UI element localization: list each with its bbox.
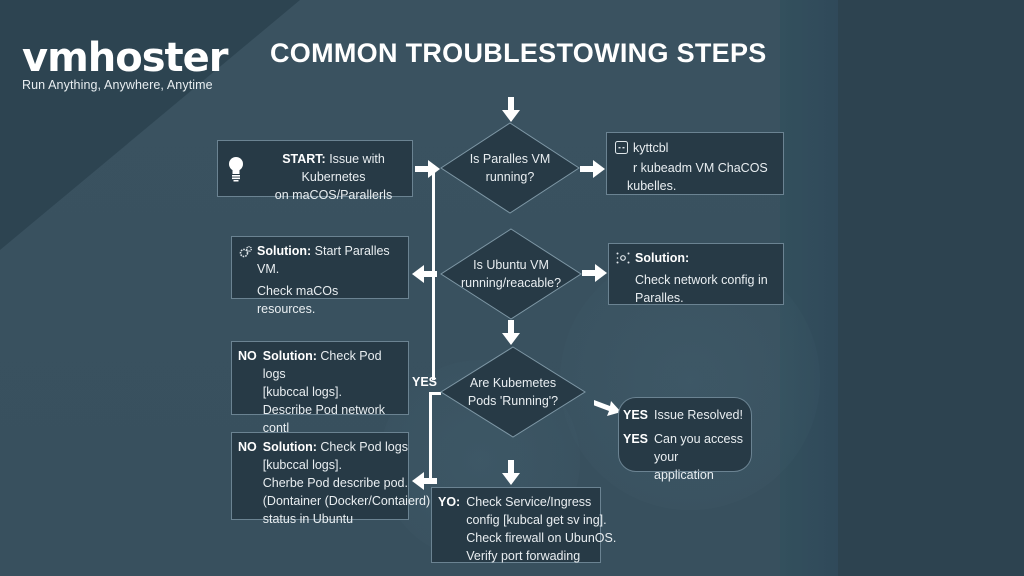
decision-text-line1: Are Kubemetes (469, 376, 557, 390)
info-title: kyttcbl (633, 141, 669, 155)
info-box-kubeadm: kyttcbl r kubeadm VM ChaCOS kubelles. (606, 132, 784, 195)
solution-pod-logs-box-1: NO Solution: Check Pod logs [kubccal log… (231, 341, 409, 453)
solution-start-vm-box: Solution: Start Paralles VM. Check maCOs… (231, 236, 409, 316)
decision-text-line1: Is Paralles VM (469, 152, 551, 166)
info-line1: r kubeadm VM ChaCOS (633, 161, 768, 175)
gears-icon (239, 246, 252, 258)
service-line4: Verify port forwading (466, 549, 581, 563)
solution-network-box: Solution: Check network config in Parall… (608, 243, 784, 305)
solution-label: Solution: (635, 251, 690, 265)
arrow-down-icon (502, 320, 520, 345)
start-text: Issue with Kubernetes (301, 152, 385, 184)
solution-line3: (Dontainer (Docker/Contaierd) (262, 494, 431, 508)
arrow-right-icon (415, 160, 440, 178)
solution-label: Solution: (257, 244, 312, 258)
solution-pod-logs-box-2: NO Solution: Check Pod logs [kubccal log… (231, 432, 430, 526)
arrow-right-icon (580, 160, 605, 178)
network-icon (616, 252, 630, 264)
no-label: NO (238, 349, 257, 363)
solution-line1: Check network config in (635, 273, 768, 287)
logo-wordmark: vmhoster (22, 35, 228, 81)
decision-text-line2: running/reacable? (460, 276, 562, 290)
issue-resolved-box: YES Issue Resolved! YES Can you access yo… (618, 397, 752, 482)
service-line2: config [kubcal get sv ing]. (466, 513, 607, 527)
resolved-line2: Can you access your (654, 432, 743, 464)
arrow-left-icon (412, 265, 437, 283)
arrow-left-icon (412, 472, 437, 490)
service-check-box: YO: Check Service/Ingress config [kubcal… (431, 487, 616, 563)
solution-line1: [kubccal logs]. (262, 385, 342, 399)
service-line3: Check firewall on UbunOS. (466, 531, 617, 545)
arrow-down-icon (502, 97, 520, 122)
solution-line2: Describe Pod network contl (262, 403, 386, 435)
terminal-icon (615, 141, 628, 154)
brand-logo: vmhoster Run Anything, Anywhere, Anytime (22, 38, 228, 92)
arrow-right-icon (582, 264, 607, 282)
yes-label: YES (412, 375, 438, 389)
background-diagonal (0, 0, 300, 250)
solution-label: Solution: (262, 349, 317, 363)
resolved-title: Issue Resolved! (654, 408, 743, 422)
background-right-panel (838, 0, 1024, 576)
yes-label: YES (623, 408, 649, 422)
no-label: NO (238, 440, 257, 454)
solution-title: Check Pod logs (262, 349, 382, 381)
page-title: COMMON TROUBLESTOWING STEPS (270, 38, 767, 68)
decision-text-line2: running? (485, 170, 535, 184)
solution-line2: Cherbe Pod describe pod. (262, 476, 408, 490)
decision-text-line1: Is Ubuntu VM (473, 258, 549, 272)
arrow-diagonal-icon (594, 400, 621, 416)
solution-line2: Paralles. (635, 291, 684, 305)
connector-elbow (429, 392, 441, 395)
start-label: START: (282, 152, 326, 166)
solution-line2: resources. (257, 302, 316, 316)
start-box: START: Issue with Kubernetes on maCOS/Pa… (217, 140, 413, 202)
decision-pods-running: Are Kubemetes Pods 'Running'? (440, 346, 586, 438)
lightbulb-icon (229, 157, 243, 182)
background-band (780, 0, 838, 576)
decision-paralles-vm-running: Is Paralles VM running? (440, 122, 580, 214)
yes-label: YES (623, 432, 649, 446)
logo-tagline: Run Anything, Anywhere, Anytime (22, 78, 213, 92)
solution-line1: Check maCOs (257, 284, 339, 298)
service-line1: Check Service/Ingress (466, 495, 592, 509)
solution-title: Check Pod logs (320, 440, 408, 454)
solution-line1: [kubccal logs]. (262, 458, 342, 472)
decision-ubuntu-vm-reachable: Is Ubuntu VM running/reacable? (440, 228, 582, 320)
arrow-down-icon (502, 460, 520, 485)
solution-title: Start Paralles VM. (257, 244, 390, 276)
start-text-line2: on maCOS/Parallerls (274, 188, 393, 202)
yo-label: YO: (438, 495, 461, 509)
info-line2: kubelles. (627, 179, 677, 193)
connector-vertical-lower (429, 392, 432, 482)
solution-line4: status in Ubuntu (262, 512, 354, 526)
resolved-line3: application (654, 468, 714, 482)
decision-text-line2: Pods 'Running'? (467, 394, 559, 408)
solution-label: Solution: (262, 440, 317, 454)
